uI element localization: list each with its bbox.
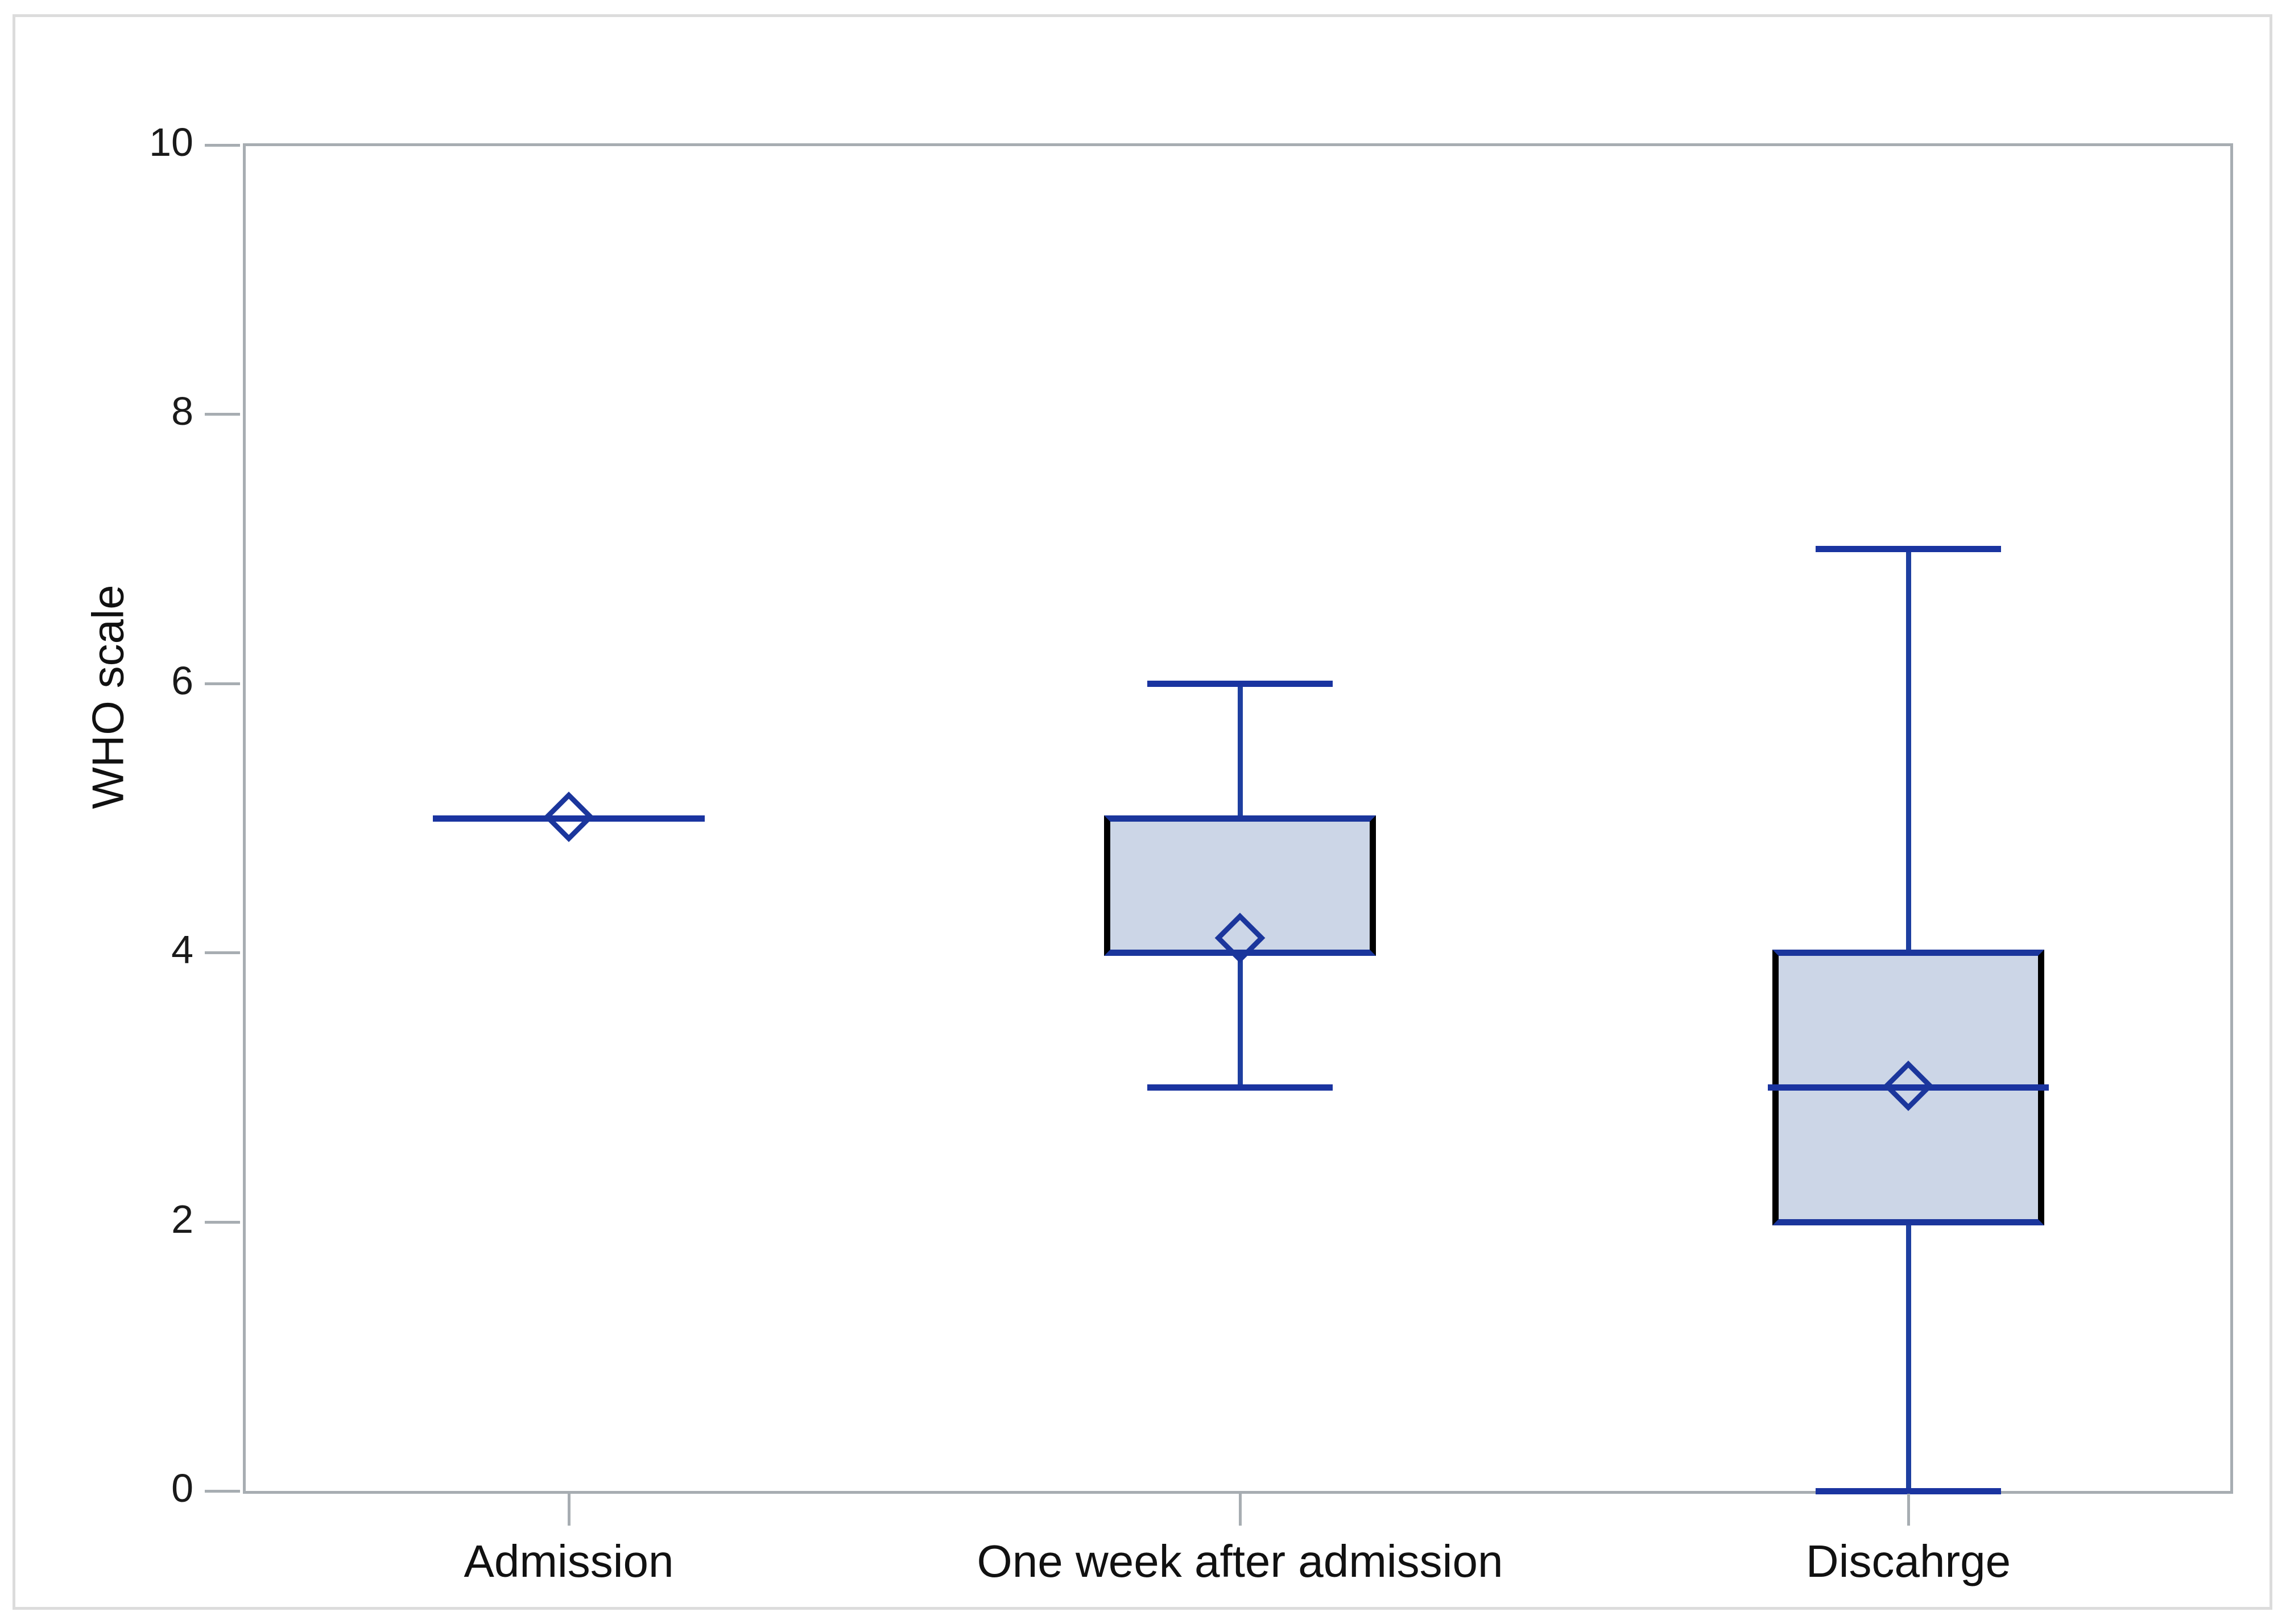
x-axis-tick xyxy=(1239,1494,1242,1526)
upper-whisker-line xyxy=(1238,683,1243,818)
x-axis-tick xyxy=(1907,1494,1910,1526)
y-axis-tick-label: 4 xyxy=(171,927,193,972)
mean-marker-diamond-icon xyxy=(1213,910,1267,968)
y-axis-tick-label: 0 xyxy=(171,1466,193,1510)
y-axis-tick xyxy=(205,1220,240,1224)
box-rect xyxy=(1104,815,1376,956)
y-axis-tick-label: 6 xyxy=(171,658,193,703)
lower-whisker-line xyxy=(1238,952,1243,1087)
lower-whisker-cap xyxy=(1147,1084,1333,1091)
y-axis-tick xyxy=(205,682,240,685)
y-axis-tick xyxy=(205,951,240,955)
y-axis-tick-label: 8 xyxy=(171,389,193,434)
upper-whisker-line xyxy=(1906,549,1911,953)
y-axis-tick-label: 10 xyxy=(149,120,193,164)
mean-marker-diamond-icon xyxy=(1881,1058,1936,1116)
median-line xyxy=(1768,1084,2049,1091)
upper-whisker-cap xyxy=(1147,680,1333,687)
plot-surface xyxy=(243,143,2233,1494)
y-axis-tick-label: 2 xyxy=(171,1196,193,1241)
y-axis-tick xyxy=(205,413,240,416)
boxplot-flat-line xyxy=(433,815,705,822)
x-axis-tick-label: Admission xyxy=(464,1536,674,1586)
upper-whisker-cap xyxy=(1816,546,2001,553)
x-axis-tick-label: Discahrge xyxy=(1805,1536,2011,1586)
lower-whisker-cap xyxy=(1816,1488,2001,1494)
lower-whisker-line xyxy=(1906,1221,1911,1491)
y-axis-tick xyxy=(205,144,240,147)
x-axis-tick xyxy=(568,1494,571,1526)
x-axis-tick-label: One week after admission xyxy=(977,1536,1503,1586)
y-axis-tick xyxy=(205,1490,240,1493)
mean-marker-diamond-icon xyxy=(541,789,596,847)
